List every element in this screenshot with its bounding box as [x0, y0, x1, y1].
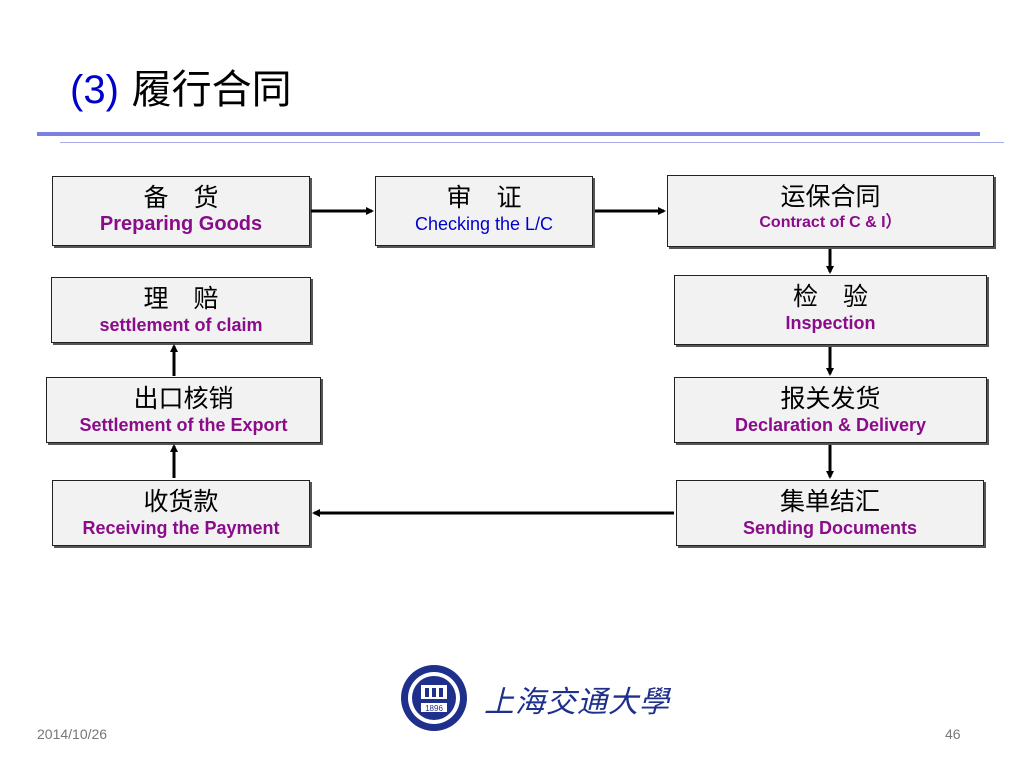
- title-text: 履行合同: [118, 67, 292, 113]
- step-en-label: settlement of claim: [99, 315, 263, 335]
- step-en-label: Receiving the Payment: [82, 518, 280, 538]
- step-cn-label: 收货款: [143, 487, 219, 516]
- step-transport-insurance-contract: 运保合同 Contract of C & I）: [667, 175, 994, 247]
- step-en-label: Contract of C & I）: [759, 214, 902, 231]
- title-number: (3): [70, 68, 119, 112]
- title-underline: [37, 132, 980, 136]
- step-en-label: Preparing Goods: [99, 213, 263, 235]
- university-logo: 1896: [399, 663, 469, 738]
- step-checking-lc: 审 证 Checking the L/C: [375, 176, 593, 246]
- slide-title: (3) 履行合同: [70, 66, 292, 114]
- step-en-label: Declaration & Delivery: [734, 415, 927, 435]
- step-declaration-delivery: 报关发货 Declaration & Delivery: [674, 377, 987, 443]
- logo-year: 1896: [425, 704, 443, 713]
- step-en-label: Checking the L/C: [414, 214, 554, 234]
- step-cn-label: 理 赔: [143, 284, 219, 313]
- university-name: 上海交通大學: [484, 685, 670, 720]
- step-cn-label: 检 验: [792, 282, 868, 311]
- step-receiving-payment: 收货款 Receiving the Payment: [52, 480, 310, 546]
- slide-page-number: 46: [945, 726, 961, 742]
- step-cn-label: 集单结汇: [779, 487, 880, 516]
- step-cn-label: 审 证: [446, 183, 522, 212]
- step-cn-label: 报关发货: [780, 384, 881, 413]
- step-export-settlement: 出口核销 Settlement of the Export: [46, 377, 321, 443]
- title-underline-thin: [60, 142, 1004, 143]
- step-settlement-of-claim: 理 赔 settlement of claim: [51, 277, 311, 343]
- step-cn-label: 备 货: [143, 183, 219, 212]
- university-emblem-icon: 1896: [401, 665, 467, 731]
- step-en-label: Sending Documents: [742, 518, 917, 538]
- step-cn-label: 出口核销: [133, 384, 234, 413]
- step-en-label: Inspection: [785, 313, 876, 333]
- step-preparing-goods: 备 货 Preparing Goods: [52, 176, 310, 246]
- step-sending-documents: 集单结汇 Sending Documents: [676, 480, 984, 546]
- slide-date: 2014/10/26: [37, 726, 108, 742]
- step-cn-label: 运保合同: [780, 182, 881, 211]
- step-inspection: 检 验 Inspection: [674, 275, 987, 345]
- step-en-label: Settlement of the Export: [79, 415, 288, 435]
